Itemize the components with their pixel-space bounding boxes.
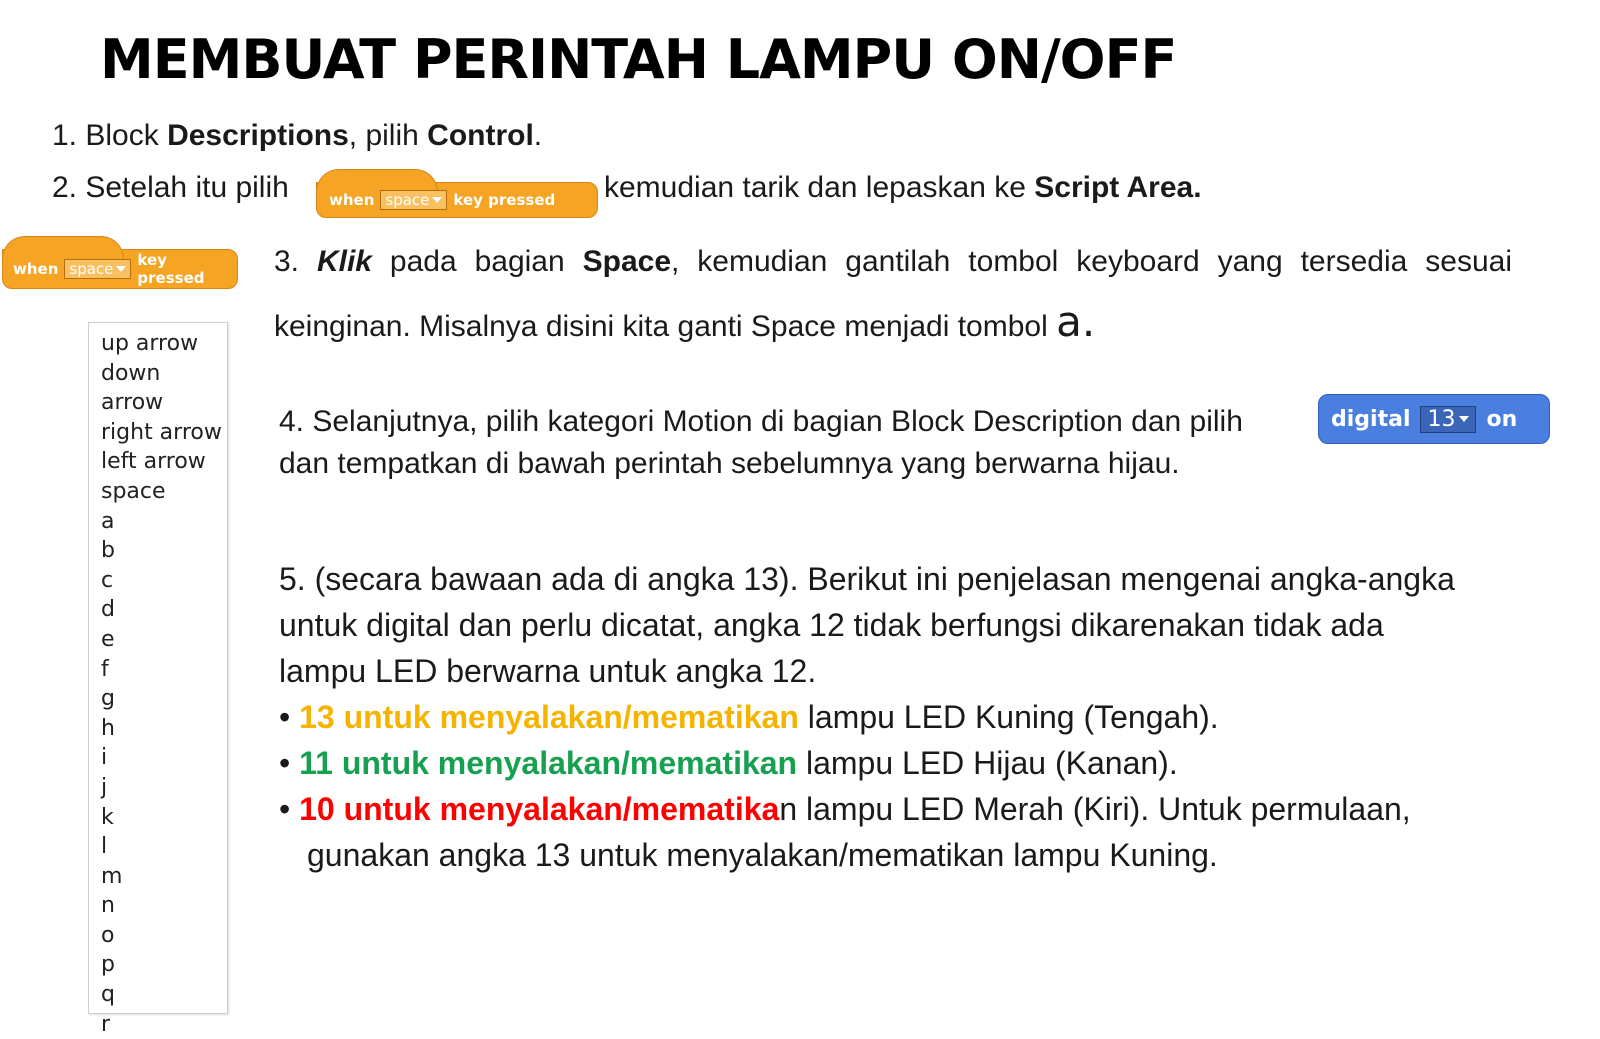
step-3-line-2: keinginan. Misalnya disini kita ganti Sp… <box>274 301 1095 345</box>
step-1-text-end: . <box>533 119 543 152</box>
motion-tail-label: on <box>1486 406 1518 432</box>
key-option[interactable]: d <box>101 597 115 623</box>
bullet-green-text: lampu LED Hijau (Kanan). <box>797 745 1178 781</box>
key-option[interactable]: e <box>101 626 115 652</box>
step-2-text: 2. Setelah itu pilih <box>52 171 289 204</box>
key-option[interactable]: down arrow <box>101 360 164 416</box>
key-option[interactable]: a <box>101 508 115 534</box>
bullet-yellow-text: lampu LED Kuning (Tengah). <box>798 699 1219 735</box>
bullet-icon: • <box>279 699 291 735</box>
bullet-green: • 11 untuk menyalakan/mematikan lampu LE… <box>279 740 1178 786</box>
step-2-continuation: kemudian tarik dan lepaskan ke Script Ar… <box>604 170 1202 206</box>
key-option[interactable]: i <box>101 745 108 771</box>
key-option[interactable]: r <box>101 1011 111 1037</box>
key-option[interactable]: up arrow <box>101 331 199 356</box>
key-dropdown-value: space <box>385 191 430 209</box>
step-2-text-post: kemudian tarik dan lepaskan ke <box>604 171 1035 204</box>
step-3-klik: Klik <box>316 245 372 278</box>
key-options-list[interactable]: up arrow down arrow right arrow left arrow s… <box>88 322 228 1037</box>
key-dropdown-value: space <box>69 260 114 278</box>
hat-when-label: when <box>13 260 59 278</box>
key-option[interactable]: n <box>101 893 115 919</box>
key-option[interactable]: j <box>101 774 108 800</box>
step-3-text-rest: , kemudian gantilah tombol keyboard yang… <box>671 245 1512 278</box>
hat-tail-label: key pressed <box>453 191 556 209</box>
step-5-line-1: 5. (secara bawaan ada di angka 13). Beri… <box>279 561 1455 597</box>
step-1-text-mid: , pilih <box>348 119 428 152</box>
step-3-bold-space: Space <box>582 245 671 278</box>
key-option[interactable]: k <box>101 804 114 830</box>
hat-when-label: when <box>329 191 375 209</box>
hat-tail-label: key pressed <box>137 251 205 287</box>
key-option[interactable]: right arrow <box>101 419 222 445</box>
bullet-red-highlight: 10 untuk menyalakan/mematika <box>299 791 780 827</box>
step-3-line-1: 3. Klik pada bagian Space, kemudian gant… <box>274 244 1512 280</box>
step-5-line-3: lampu LED berwarna untuk angka 12. <box>279 653 817 689</box>
key-option[interactable]: m <box>101 863 123 889</box>
step-4-line-1: 4. Selanjutnya, pilih kategori Motion di… <box>279 405 1243 438</box>
step-1-bold-control: Control <box>427 119 534 152</box>
bullet-green-highlight: 11 untuk menyalakan/mematikan <box>299 745 798 781</box>
pin-dropdown-value: 13 <box>1427 406 1456 432</box>
key-option[interactable]: c <box>101 567 114 593</box>
key-option[interactable]: l <box>101 834 108 860</box>
step-3-number: 3. <box>274 245 317 278</box>
bullet-yellow: • 13 untuk menyalakan/mematikan lampu LE… <box>279 694 1219 740</box>
key-option[interactable]: q <box>101 982 115 1008</box>
dropdown-arrow-icon <box>432 197 443 203</box>
motion-label: digital <box>1331 406 1411 432</box>
step-3-text-mid: pada bagian <box>371 245 583 278</box>
pin-dropdown[interactable]: 13 <box>1420 405 1477 433</box>
step-2-bold-script-area: Script Area. <box>1034 171 1202 204</box>
bullet-yellow-highlight: 13 untuk menyalakan/mematikan <box>299 699 799 735</box>
step-5-line-2: untuk digital dan perlu dicatat, angka 1… <box>279 607 1384 643</box>
bullet-icon: • <box>279 745 291 781</box>
page-title: MEMBUAT PERINTAH LAMPU ON/OFF <box>100 28 1177 91</box>
digital-on-block[interactable]: digital 13 on <box>1318 394 1550 444</box>
key-option[interactable]: left arrow <box>101 449 206 475</box>
key-option[interactable]: space <box>101 478 166 504</box>
step-3-key-a: a. <box>1056 297 1096 346</box>
key-option[interactable]: g <box>101 686 115 712</box>
bullet-red-text: n lampu LED Merah (Kiri). Untuk permulaa… <box>779 791 1411 827</box>
dropdown-arrow-icon <box>1459 416 1470 422</box>
when-key-pressed-block[interactable]: when space key pressed <box>2 236 238 289</box>
step-4-line-2: dan tempatkan di bawah perintah sebelumn… <box>279 447 1180 480</box>
step-1-bold-descriptions: Descriptions <box>167 119 349 152</box>
step-1-text: 1. Block <box>52 119 168 152</box>
step-3-text-line2: keinginan. Misalnya disini kita ganti Sp… <box>274 310 1057 343</box>
bullet-red: • 10 untuk menyalakan/mematikan lampu LE… <box>279 786 1411 832</box>
when-key-pressed-block-inline[interactable]: when space key pressed <box>316 169 598 218</box>
key-dropdown[interactable]: space <box>64 259 132 279</box>
key-option[interactable]: p <box>101 952 115 978</box>
bullet-icon: • <box>279 791 291 827</box>
key-dropdown[interactable]: space <box>380 190 448 210</box>
key-option[interactable]: b <box>101 538 115 564</box>
key-option[interactable]: f <box>101 656 109 682</box>
key-option[interactable]: h <box>101 715 115 741</box>
step-5-last-line: gunakan angka 13 untuk menyalakan/memati… <box>307 837 1218 873</box>
key-option[interactable]: o <box>101 922 115 948</box>
dropdown-arrow-icon <box>116 266 127 272</box>
step-1: 1. Block Descriptions, pilih Control. <box>52 118 542 154</box>
